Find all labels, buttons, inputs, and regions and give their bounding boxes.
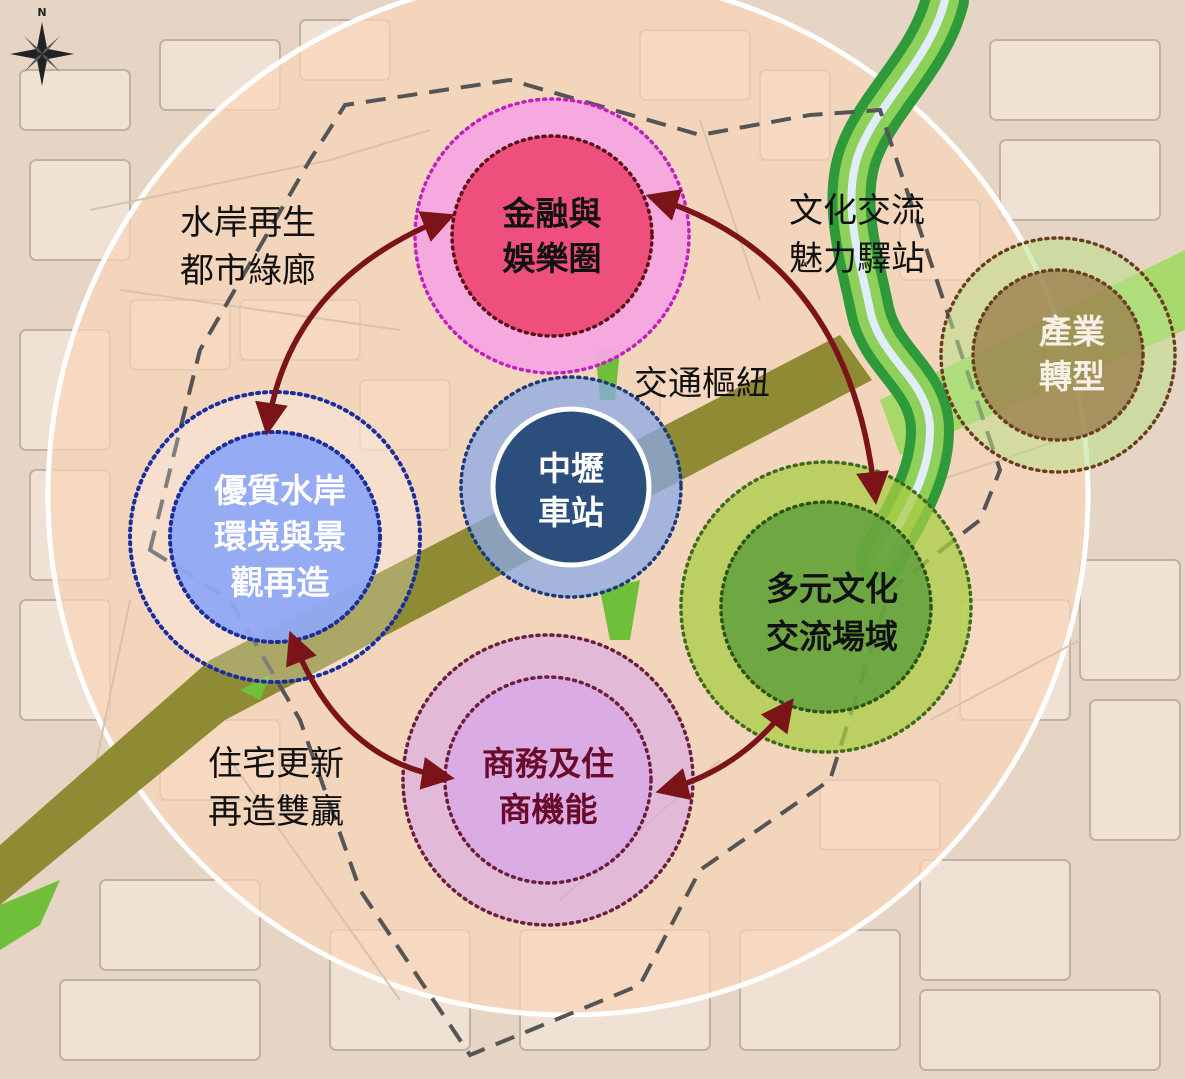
- arrow-finance-culture: [645, 189, 889, 505]
- compass-north-label: N: [37, 6, 46, 19]
- study-area-boundary: [147, 77, 1003, 1058]
- waterfront-zone: [128, 390, 422, 684]
- housing-renewal-label-line1: 住宅更新: [208, 744, 344, 784]
- green-patch: [600, 580, 640, 640]
- arrow-commerce-culture: [655, 698, 794, 800]
- waterfront-corridor-label-line2: 都市綠廊: [180, 251, 316, 291]
- station-label-line2: 車站: [538, 493, 604, 532]
- station-label-line1: 中壢: [538, 449, 604, 488]
- transport-hub-label: 交通樞紐: [634, 364, 770, 404]
- arrow-finance-waterfront: [255, 211, 456, 436]
- relationship-arrows: [255, 189, 889, 800]
- arrow-waterfront-commerce: [286, 630, 455, 790]
- finance-label-line1: 金融與: [502, 194, 602, 233]
- waterfront-label-line3: 觀再造: [231, 563, 330, 602]
- housing-renewal-label-line2: 再造雙贏: [208, 792, 344, 832]
- culture-station-label-line2: 魅力驛站: [789, 239, 925, 279]
- industry-label-line1: 產業: [1039, 312, 1105, 351]
- culture-label-line1: 多元文化: [766, 569, 898, 608]
- commerce-label-line1: 商務及住: [482, 744, 614, 783]
- station-zone: [459, 375, 683, 599]
- finance-label-line2: 娛樂圈: [503, 239, 602, 278]
- waterfront-corridor-label-line1: 水岸再生: [180, 203, 316, 243]
- waterfront-label-line2: 環境與景: [214, 517, 346, 556]
- culture-station-label-line1: 文化交流: [789, 191, 925, 231]
- culture-zone: [679, 460, 973, 754]
- compass-rose-icon: N: [10, 6, 74, 86]
- finance-zone: [413, 97, 691, 375]
- green-patch: [0, 880, 60, 950]
- industry-zone: [939, 236, 1177, 474]
- culture-label-line2: 交流場域: [766, 617, 898, 656]
- commerce-label-line2: 商機能: [499, 790, 598, 829]
- industry-label-line2: 轉型: [1039, 357, 1105, 396]
- waterfront-label-line1: 優質水岸: [213, 471, 346, 510]
